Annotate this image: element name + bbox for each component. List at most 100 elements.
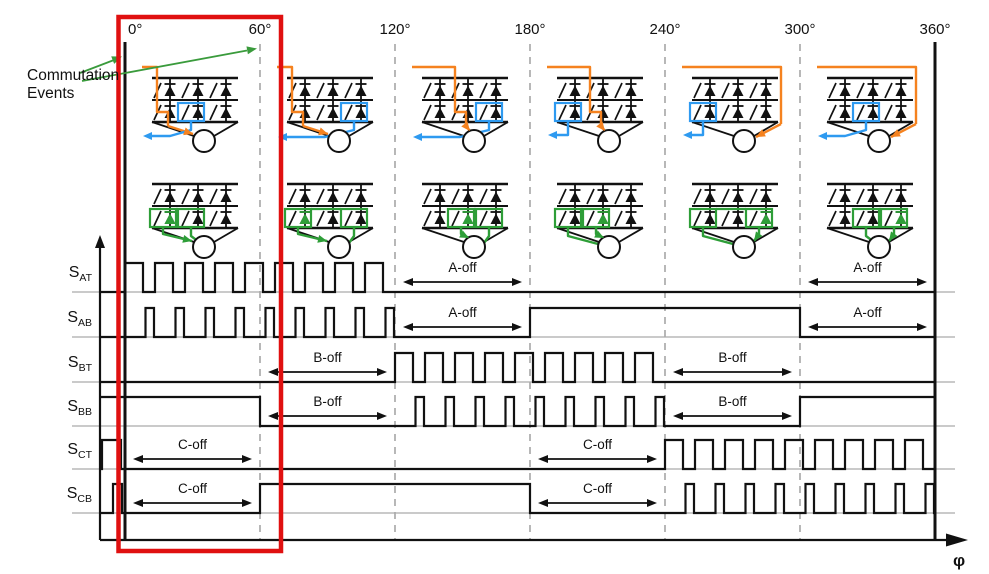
signal-label-sub: AT	[79, 272, 92, 285]
off-label-at-0: A-off	[448, 260, 477, 275]
arrowhead-icon	[182, 234, 192, 243]
arrowhead-icon	[242, 499, 252, 507]
axis-tick-label-120: 120°	[379, 21, 411, 38]
signal-label-main: S	[67, 354, 79, 371]
arrowhead-icon	[891, 129, 901, 137]
diode-icon	[462, 191, 474, 202]
motor-icon	[867, 129, 891, 153]
waveform-sbb	[100, 395, 935, 428]
diode-icon	[732, 213, 744, 224]
diode-icon	[434, 191, 446, 202]
off-label-cb-0: C-off	[177, 481, 208, 496]
diode-icon	[490, 213, 502, 224]
diode-icon	[597, 85, 609, 96]
off-label-cb-1: C-off	[582, 481, 613, 496]
diode-icon	[569, 85, 581, 96]
diode-icon	[434, 107, 446, 118]
diode-icon	[192, 191, 204, 202]
diode-icon	[895, 85, 907, 96]
diode-icon	[355, 191, 367, 202]
off-interval-arrow-bb-0	[268, 412, 387, 420]
arrowhead-icon	[782, 368, 792, 376]
diode-icon	[355, 107, 367, 118]
diode-icon	[867, 213, 879, 224]
freewheel-bridge-sector-4	[553, 182, 644, 259]
diode-icon	[220, 191, 232, 202]
arrowhead-icon	[512, 323, 522, 331]
motor-icon	[597, 235, 621, 259]
signal-label-main: S	[66, 485, 78, 502]
off-label-bt-1: B-off	[718, 350, 747, 365]
signal-label-sab: SAB	[67, 309, 92, 332]
waveform-sab	[100, 306, 935, 339]
signal-label-sub: CB	[77, 493, 92, 506]
arrowhead-icon	[647, 499, 657, 507]
arrowhead-icon	[683, 131, 692, 139]
axis-tick-label-180: 180°	[514, 21, 546, 38]
off-label-ct-0: C-off	[177, 437, 208, 452]
signal-label-scb: SCB	[67, 485, 92, 508]
diode-icon	[355, 85, 367, 96]
diode-icon	[597, 191, 609, 202]
off-interval-arrow-bb-1	[673, 412, 792, 420]
off-interval-arrow-at-0	[403, 278, 522, 286]
freewheel-bridge-sector-2	[283, 182, 374, 259]
arrowhead-icon	[594, 230, 604, 238]
diode-icon	[895, 191, 907, 202]
arrowhead-icon	[548, 131, 557, 139]
arrowhead-icon	[413, 133, 422, 141]
diode-icon	[490, 85, 502, 96]
motor-icon	[597, 129, 621, 153]
arrowhead-icon	[133, 455, 143, 463]
arrowhead-icon	[818, 132, 827, 140]
diode-icon	[597, 213, 609, 224]
off-interval-arrow-bt-0	[268, 368, 387, 376]
motor-icon	[192, 235, 216, 259]
arrowhead-icon	[459, 230, 469, 238]
arrowhead-icon	[538, 499, 548, 507]
axis-tick-label-240: 240°	[649, 21, 681, 38]
off-label-at-1: A-off	[853, 260, 882, 275]
off-interval-arrow-bt-1	[673, 368, 792, 376]
diode-icon	[760, 213, 772, 224]
off-interval-arrow-ct-0	[133, 455, 252, 463]
off-interval-arrow-cb-0	[133, 499, 252, 507]
signal-label-main: S	[67, 441, 78, 458]
active-bridge-sector-4	[547, 65, 644, 153]
diode-icon	[434, 85, 446, 96]
diode-icon	[327, 85, 339, 96]
active-bridge-sector-5	[682, 65, 783, 153]
arrowhead-icon	[647, 455, 657, 463]
arrowhead-icon	[808, 278, 818, 286]
off-label-bb-0: B-off	[313, 394, 342, 409]
freewheel-bridge-sector-3	[421, 182, 509, 259]
motor-icon	[732, 129, 756, 153]
diode-icon	[299, 85, 311, 96]
axis-tick-label-360: 360°	[919, 21, 951, 38]
diode-icon	[490, 191, 502, 202]
diode-icon	[625, 213, 637, 224]
signal-label-sub: BB	[77, 406, 92, 419]
signal-label-sbb: SBB	[67, 398, 92, 421]
diode-icon	[732, 85, 744, 96]
arrowhead-icon	[782, 412, 792, 420]
diode-icon	[164, 85, 176, 96]
commutation-sector-highlight-box	[116, 14, 284, 554]
diode-icon	[220, 107, 232, 118]
arrowhead-icon	[917, 323, 927, 331]
arrowhead-icon	[403, 278, 413, 286]
diode-icon	[327, 191, 339, 202]
arrowhead-icon	[183, 127, 193, 136]
diode-icon	[867, 107, 879, 118]
diode-icon	[434, 213, 446, 224]
arrowhead-icon	[756, 129, 766, 137]
diode-icon	[839, 191, 851, 202]
diode-icon	[839, 213, 851, 224]
waveform-sct	[100, 438, 935, 471]
diode-icon	[760, 191, 772, 202]
signal-label-sct: SCT	[67, 441, 92, 464]
diode-icon	[895, 107, 907, 118]
arrowhead-icon	[403, 323, 413, 331]
diode-icon	[327, 213, 339, 224]
